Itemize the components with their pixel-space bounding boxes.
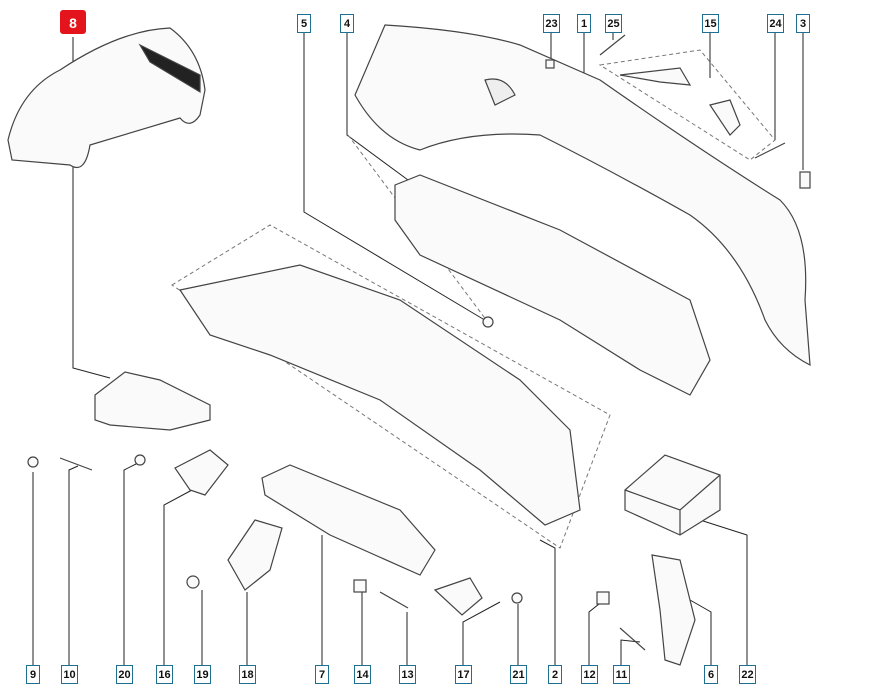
clip-bracket (174, 449, 229, 496)
part-label-5[interactable]: 5 (297, 14, 311, 33)
part-label-13[interactable]: 13 (399, 665, 416, 684)
side-bracket-right (651, 554, 696, 666)
part-label-24[interactable]: 24 (767, 14, 784, 33)
part-label-1[interactable]: 1 (577, 14, 591, 33)
group-outlines (171, 49, 776, 549)
part-label-19[interactable]: 19 (194, 665, 211, 684)
part-label-14[interactable]: 14 (354, 665, 371, 684)
part-label-18[interactable]: 18 (239, 665, 256, 684)
clip-3 (799, 171, 811, 189)
part-label-15[interactable]: 15 (702, 14, 719, 33)
part-label-17[interactable]: 17 (455, 665, 472, 684)
part-label-7[interactable]: 7 (315, 665, 329, 684)
part-label-23[interactable]: 23 (543, 14, 560, 33)
part-label-22[interactable]: 22 (739, 665, 756, 684)
screw-24 (754, 142, 786, 159)
screw-10 (59, 457, 93, 471)
screw-25 (599, 34, 626, 56)
part-label-12[interactable]: 12 (581, 665, 598, 684)
nut-5 (482, 316, 494, 328)
fixings-kit-box (624, 454, 721, 536)
callout-label-8[interactable]: 8 (60, 10, 86, 34)
clip-17 (433, 577, 483, 616)
lower-bumper (179, 264, 581, 526)
part-label-16[interactable]: 16 (156, 665, 173, 684)
part-label-25[interactable]: 25 (605, 14, 622, 33)
part-label-9[interactable]: 9 (26, 665, 40, 684)
rear-bumper-cover (354, 24, 811, 367)
part-label-21[interactable]: 21 (510, 665, 527, 684)
part-label-2[interactable]: 2 (548, 665, 562, 684)
car-illustration (7, 27, 206, 169)
clip-12 (596, 591, 610, 605)
part-label-6[interactable]: 6 (704, 665, 718, 684)
clip-14 (353, 579, 367, 593)
part-label-4[interactable]: 4 (340, 14, 354, 33)
center-guide (261, 464, 436, 576)
side-bracket-left (94, 371, 211, 431)
parts (7, 24, 811, 666)
screw-13 (379, 591, 409, 609)
support-bracket (227, 519, 283, 591)
part-label-3[interactable]: 3 (796, 14, 810, 33)
screw-11 (619, 627, 646, 651)
trim-15 (619, 67, 692, 86)
nut-9 (27, 456, 39, 468)
nut-19 (186, 575, 200, 589)
bumper-beam (394, 174, 711, 396)
leader-lines (32, 33, 804, 665)
part-label-10[interactable]: 10 (61, 665, 78, 684)
part-label-20[interactable]: 20 (116, 665, 133, 684)
nut-20 (134, 454, 146, 466)
nut-21 (511, 592, 523, 604)
part-label-11[interactable]: 11 (613, 665, 630, 684)
clip-23 (545, 59, 555, 69)
